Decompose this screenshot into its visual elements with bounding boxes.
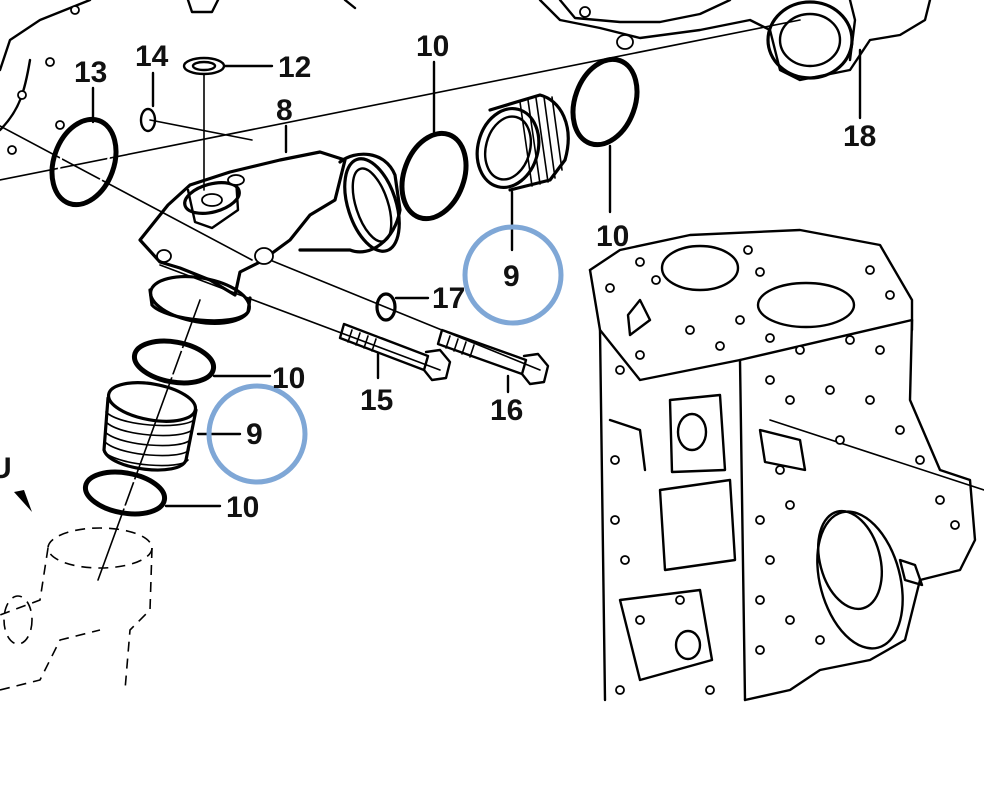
callout-18: 18	[843, 120, 876, 153]
highlight-circle-part-9-lower[interactable]	[206, 383, 308, 485]
o-ring-10-mid	[131, 338, 217, 386]
callout-10-top: 10	[416, 30, 449, 63]
assembly-axis-bolt16	[269, 259, 541, 371]
callout-10-lower: 10	[226, 491, 259, 524]
sleeve-part-9-top	[475, 93, 570, 192]
assembly-axis-lower	[159, 264, 441, 371]
sleeve-part-9-lower	[102, 381, 198, 472]
callout-13: 13	[74, 56, 107, 89]
leader-lines	[14, 48, 862, 512]
o-ring-10-right	[570, 56, 640, 148]
o-ring-10-top	[399, 130, 469, 222]
bolt-15	[338, 322, 452, 382]
dashed-mating-pipe	[0, 527, 153, 691]
highlight-circle-part-9-top[interactable]	[462, 224, 564, 326]
assembly-axis-main	[0, 19, 801, 181]
housing-left-fragment	[0, 0, 92, 155]
callout-u: U	[0, 452, 12, 485]
assembly-axis-vertical	[97, 299, 201, 581]
plug-14	[139, 107, 157, 133]
assembly-axis-upper	[0, 125, 253, 261]
assembly-axis-pin14	[149, 119, 253, 141]
callout-16: 16	[490, 394, 523, 427]
callout-10-mid: 10	[272, 362, 305, 395]
assembly-axis-block	[769, 419, 984, 491]
bolt-16	[436, 328, 550, 386]
o-ring-13	[49, 116, 119, 208]
callout-8: 8	[276, 94, 293, 127]
callout-12: 12	[278, 51, 311, 84]
screw-top	[182, 0, 226, 191]
direction-arrow-icon	[14, 490, 32, 512]
washer-17	[375, 292, 397, 322]
callout-9-lower: 9	[246, 418, 263, 451]
housing-part-8	[138, 150, 402, 325]
manifold-part-18	[343, 0, 932, 82]
o-ring-10-lower	[82, 469, 168, 517]
callout-15: 15	[360, 384, 393, 417]
callout-10-right: 10	[596, 220, 629, 253]
callout-9-top: 9	[503, 260, 520, 293]
engine-block	[588, 228, 977, 702]
callout-17: 17	[432, 282, 465, 315]
callout-14: 14	[135, 40, 169, 73]
